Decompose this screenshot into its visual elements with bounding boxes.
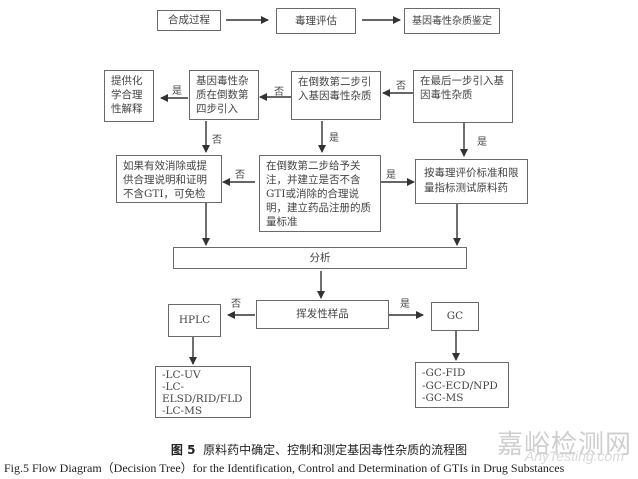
tox-assessment-box: 毒理评估 [276, 8, 356, 34]
label-yes-focus-right: 是 [386, 170, 396, 181]
gc-methods-box: -GC-FID -GC-ECD/NPD -GC-MS [415, 362, 509, 408]
focus-second-last-box: 在倒数第二步给予关注，并建立是否不含GTI或消除的合理说明，建立药品注册的质量标… [259, 155, 381, 232]
exempt-box: 如果有效消除或提供合理说明和证明不含GTI，可免检 [116, 155, 222, 203]
hplc-method: -LC-MS [162, 405, 203, 417]
analysis-box: 分析 [173, 247, 467, 269]
label-no-fourth: 否 [274, 87, 284, 98]
label-no-second: 否 [396, 81, 406, 92]
rational-explanation-box: 提供化学合理性解释 [104, 70, 154, 122]
test-api-box: 按毒理评价标准和限量指标测试原料药 [415, 159, 528, 204]
gti-identification-box: 基因毒性杂质鉴定 [404, 8, 500, 34]
last-step-box: 在最后一步引入基因毒性杂质 [413, 70, 513, 123]
gc-method: -GC-MS [422, 392, 464, 404]
gc-method: -GC-ECD/NPD [422, 379, 498, 392]
volatile-sample-box: 挥发性样品 [256, 300, 389, 329]
label-no-focus-left: 否 [235, 170, 245, 181]
label-yes-test-down: 是 [477, 137, 487, 148]
watermark-cn: 嘉峪检测网 [496, 430, 632, 460]
label-yes-focus-down: 是 [329, 133, 339, 144]
caption-chinese-text: 原料药中确定、控制和测定基因毒性杂质的流程图 [203, 443, 468, 457]
caption-english: Fig.5 Flow Diagram（Decision Tree）for the… [4, 461, 565, 475]
fourth-last-step-box: 基因毒性杂质在倒数第四步引入 [189, 70, 259, 120]
hplc-method: -LC-UV [162, 369, 201, 381]
hplc-box: HPLC [168, 304, 221, 337]
label-yes-gc: 是 [400, 299, 410, 310]
caption-chinese: 图 5 原料药中确定、控制和测定基因毒性杂质的流程图 [0, 441, 638, 458]
label-no-exempt-down: 否 [212, 135, 222, 146]
hplc-method: ELSD/RID/FLD [162, 393, 243, 405]
hplc-method: -LC- [162, 381, 185, 393]
gc-box: GC [431, 302, 479, 331]
synthesis-process-box: 合成过程 [157, 10, 221, 31]
label-yes-rational: 是 [172, 86, 182, 97]
hplc-methods-box: -LC-UV -LC- ELSD/RID/FLD -LC-MS [155, 366, 251, 418]
label-no-hplc: 否 [231, 299, 241, 310]
connector-layer [160, 16, 468, 365]
caption-figure-number: 图 5 [170, 443, 196, 457]
gc-method: -GC-FID [422, 367, 466, 379]
watermark-en: AnyTesting.com [524, 448, 624, 464]
second-last-step-box: 在倒数第二步引入基因毒性杂质 [291, 71, 381, 120]
